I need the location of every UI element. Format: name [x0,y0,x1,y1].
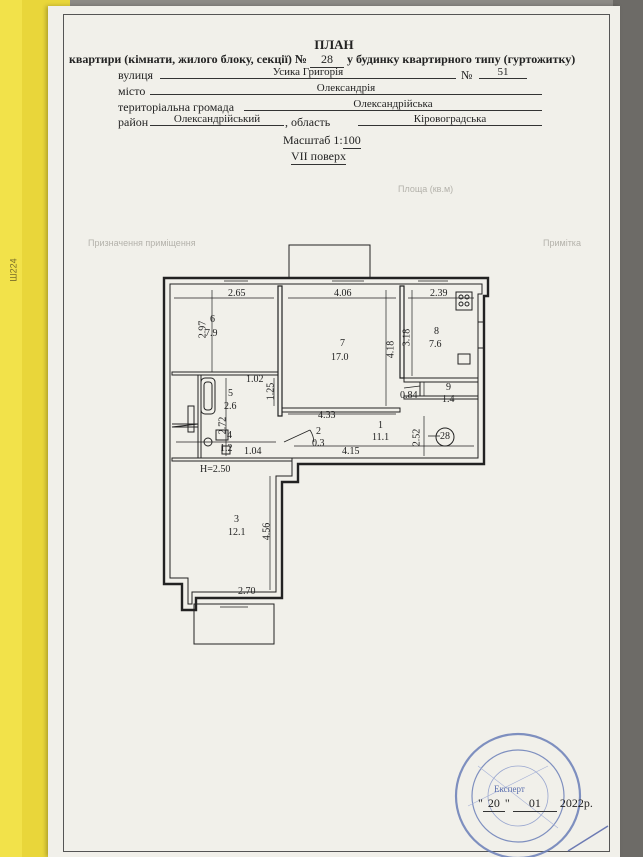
room-4-area: 1.2 [220,443,233,454]
room-3-no: 3 [234,514,239,525]
sheet-frame [63,14,610,852]
plan-title: ПЛАН [314,37,354,52]
ghost-note-header: Примітка [543,238,581,248]
street-value: Усика Григорія [160,66,456,79]
dim-room7-depth: 4.18 [385,340,397,359]
dim-room9-width: 0.84 [400,390,418,401]
room-4-no: 4 [227,430,232,441]
floor-label: VII поверх [291,149,347,165]
community-value: Олександрійська [244,98,542,111]
district-value: Олександрійський [150,113,284,126]
scale-label: Масштаб 1: [283,133,343,147]
dim-room8-depth: 3.18 [401,328,413,347]
dim-room7-bottom: 4.33 [318,410,336,421]
room-7-no: 7 [340,338,345,349]
region-label: , область [285,115,331,129]
room-1-no: 1 [378,420,383,431]
ghost-area-header: Площа (кв.м) [398,184,454,194]
room-2-area: 0.3 [312,438,325,449]
plan-subtitle: квартири (кімнати, жилого блоку, секції)… [69,52,575,68]
dim-room6-depth: 2.97 [197,320,209,339]
floor-plan [162,244,609,857]
dim-room3-depth: 4.56 [261,522,273,541]
apartment-marker: 28 [440,431,450,442]
ghost-purpose-header: Призначення приміщення [88,238,196,248]
room-8-no: 8 [434,326,439,337]
room-8-area: 7.6 [429,339,442,350]
dim-room6-width: 2.65 [228,288,246,299]
signature-date: "20" 01 2022р. [478,796,593,812]
subtitle-suffix: у будинку квартирного типу (гуртожитку) [346,52,576,66]
room-1-area: 11.1 [372,432,390,443]
dim-room1-width: 4.15 [342,446,360,457]
dim-room5-width: 1.02 [246,374,264,385]
room-9-no: 9 [446,382,451,393]
date-month: 01 [512,796,557,812]
dim-room8-width: 2.39 [430,288,448,299]
dim-room5-depth: 2.72 [217,416,229,435]
dim-room3-width: 2.70 [238,586,256,597]
room-5-no: 5 [228,388,233,399]
region-value: Кіровоградська [358,113,542,126]
apartment-number: 28 [309,52,344,68]
street-label: вулиця [118,68,154,82]
number-value: 51 [479,66,527,79]
community-label: територіальна громада [118,100,235,114]
stamp-text: Експерт [494,784,525,794]
dim-corridor-depth: 1.25 [265,382,277,401]
ceiling-height: H=2.50 [200,464,231,475]
dim-room1-depth: 2.52 [411,428,423,447]
room-6-no: 6 [210,314,215,325]
date-day: 20 [482,796,505,812]
city-value: Олександрія [150,82,542,95]
dim-room4-width: 1.04 [244,446,262,457]
room-9-area: 1.4 [442,394,455,405]
room-3-area: 12.1 [228,527,246,538]
subtitle-prefix: квартири (кімнати, жилого блоку, секції)… [69,52,307,66]
room-2-no: 2 [316,426,321,437]
room-6-area: 7.9 [205,328,218,339]
dim-room7-width: 4.06 [334,288,352,299]
scale-text: Масштаб 1:100 [283,133,361,149]
room-5-area: 2.6 [224,401,237,412]
expert-stamp [454,732,609,857]
folder-stripe [0,0,22,857]
scale-value: 100 [342,133,361,149]
number-label: № [461,68,473,82]
date-year: 2022р. [559,796,593,810]
plan-sheet: Площа (кв.м) Призначення приміщення Прим… [48,6,620,857]
district-label: район [118,115,149,129]
room-7-area: 17.0 [331,352,349,363]
city-label: місто [118,84,146,98]
folder-code: Ш224 [8,258,19,282]
